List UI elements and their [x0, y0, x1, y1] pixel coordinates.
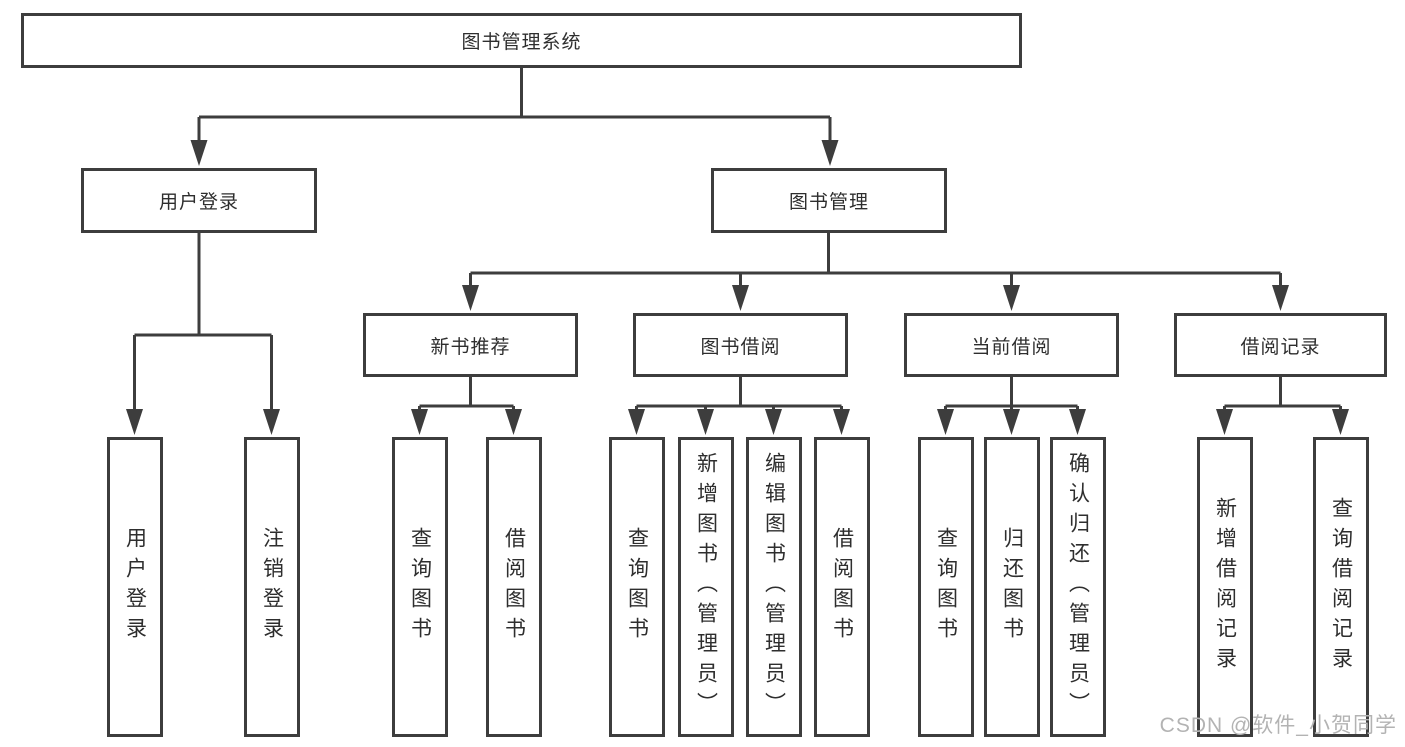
leaf-user-login: 用户登录 — [107, 437, 163, 737]
node-library-system: 图书管理系统 — [21, 13, 1022, 68]
leaf-newbook-query-books: 查询图书 — [392, 437, 448, 737]
leaf-borrow-edit-books-admin: 编辑图书（管理员） — [746, 437, 802, 737]
leaf-current-confirm-return-admin: 确认归还（管理员） — [1050, 437, 1106, 737]
leaf-borrow-add-books-admin: 新增图书（管理员） — [678, 437, 734, 737]
leaf-record-query-borrow-record: 查询借阅记录 — [1313, 437, 1369, 737]
leaf-borrow-borrow-books: 借阅图书 — [814, 437, 870, 737]
leaf-record-add-borrow-record: 新增借阅记录 — [1197, 437, 1253, 737]
leaf-borrow-query-books: 查询图书 — [609, 437, 665, 737]
node-book-borrowing: 图书借阅 — [633, 313, 848, 377]
node-current-borrowing: 当前借阅 — [904, 313, 1119, 377]
watermark: CSDN @软件_小贺同学 — [1159, 714, 1397, 737]
leaf-current-query-books: 查询图书 — [918, 437, 974, 737]
node-borrowing-records: 借阅记录 — [1174, 313, 1387, 377]
node-user-login-branch: 用户登录 — [81, 168, 317, 233]
node-new-book-recommend: 新书推荐 — [363, 313, 578, 377]
arrowheads — [126, 140, 1349, 435]
leaf-logout: 注销登录 — [244, 437, 300, 737]
leaf-current-return-books: 归还图书 — [984, 437, 1040, 737]
node-book-management-branch: 图书管理 — [711, 168, 947, 233]
leaf-newbook-borrow-books: 借阅图书 — [486, 437, 542, 737]
